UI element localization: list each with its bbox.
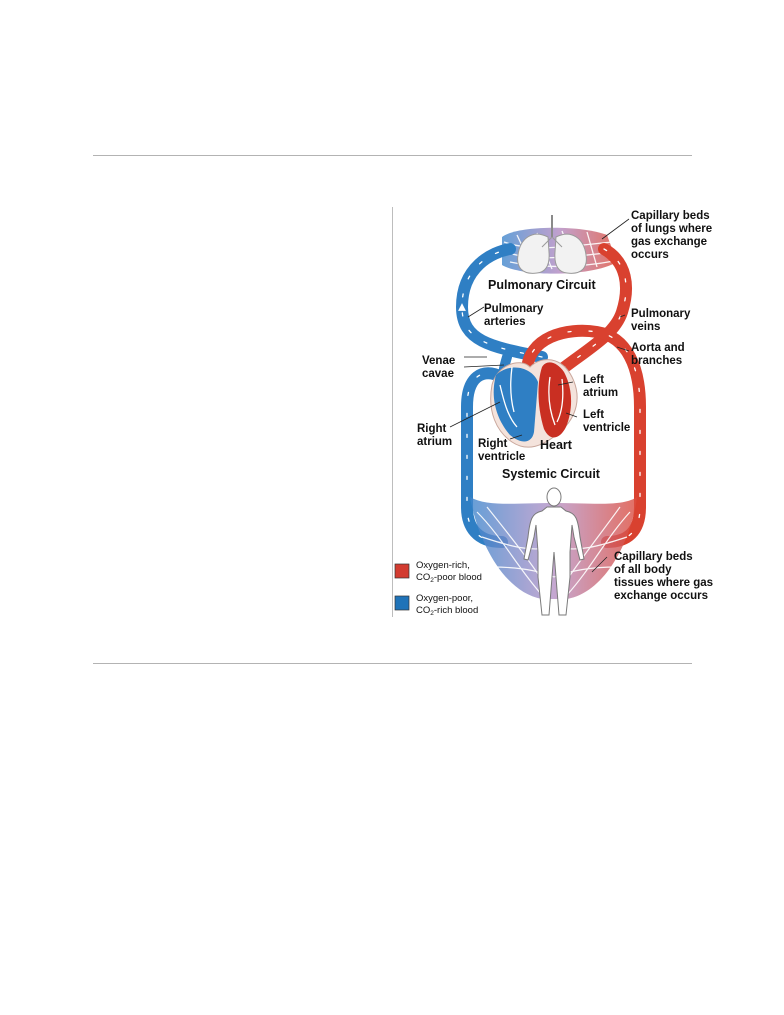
human-body-icon <box>523 487 585 616</box>
leader-lines <box>449 218 630 573</box>
label-capillary-lungs: Capillary beds of lungs where gas exchan… <box>631 210 715 261</box>
label-pulmonary-veins: Pulmonary veins <box>631 308 694 333</box>
pulmonary-artery-vessel <box>455 243 548 363</box>
label-left-ventricle: Left ventricle <box>583 409 630 434</box>
circulation-diagram: Capillary beds of lungs where gas exchan… <box>392 207 716 617</box>
legend: Oxygen-rich, CO2-poor blood Oxygen-poor,… <box>394 560 482 617</box>
legend-label-oxygen-rich: Oxygen-rich, CO2-poor blood <box>416 560 482 584</box>
label-right-ventricle: Right ventricle <box>478 438 525 463</box>
top-divider <box>93 155 692 156</box>
label-pulmonary-arteries: Pulmonary arteries <box>484 303 547 328</box>
label-pulmonary-circuit: Pulmonary Circuit <box>488 278 596 292</box>
label-venae-cavae: Venae cavae <box>422 355 458 380</box>
label-aorta: Aorta and branches <box>631 342 688 367</box>
label-capillary-body: Capillary beds of all body tissues where… <box>614 551 716 602</box>
label-heart: Heart <box>540 438 573 452</box>
label-systemic-circuit: Systemic Circuit <box>502 467 601 481</box>
pulmonary-vein-vessel <box>546 243 632 383</box>
legend-label-oxygen-poor: Oxygen-poor, CO2-rich blood <box>416 593 478 617</box>
label-right-atrium: Right atrium <box>417 423 452 448</box>
lungs-icon <box>517 215 587 274</box>
legend-swatch-oxygen-rich <box>394 563 410 579</box>
heart-icon <box>490 359 578 448</box>
label-left-atrium: Left atrium <box>583 374 618 399</box>
legend-swatch-oxygen-poor <box>394 595 410 611</box>
bottom-divider <box>93 663 692 664</box>
